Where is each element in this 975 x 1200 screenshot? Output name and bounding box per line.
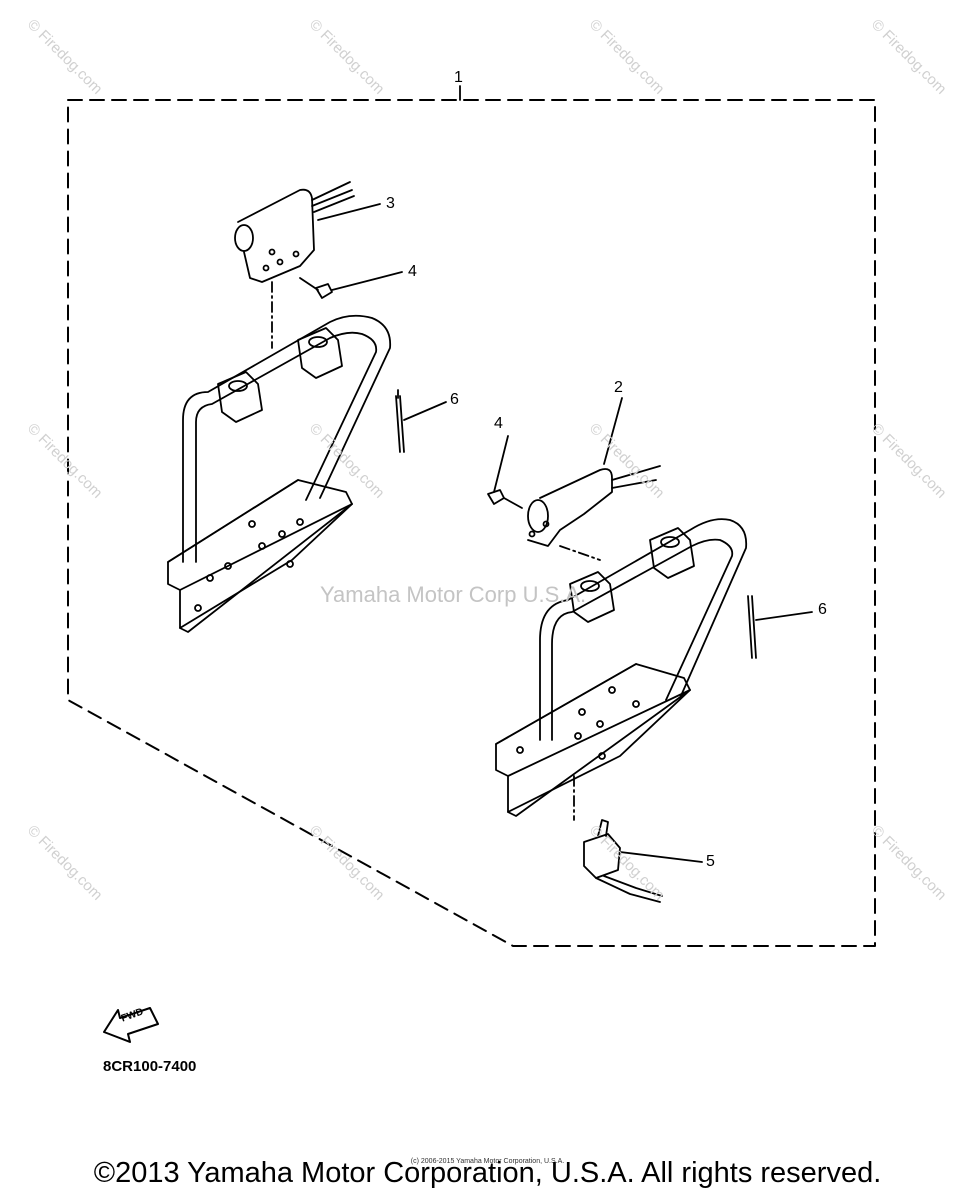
- copyright-notice: ©2013 Yamaha Motor Corporation, U.S.A. A…: [93, 1157, 882, 1189]
- callout-2: 2: [614, 379, 623, 396]
- center-watermark: Yamaha Motor Corp U.S.A.: [320, 582, 587, 607]
- fwd-arrow: [103, 1007, 159, 1043]
- kit-boundary: [67, 99, 876, 947]
- callout-6-right: 6: [818, 601, 827, 618]
- tiny-notice: (c) 2006-2015 Yamaha Motor Corporation, …: [410, 1158, 565, 1165]
- right-handle-assembly: [487, 397, 813, 903]
- callout-1: 1: [454, 69, 463, 86]
- part-number: 8CR100-7400: [103, 1058, 197, 1075]
- callout-4-right: 4: [494, 415, 503, 432]
- callout-5: 5: [706, 853, 715, 870]
- callout-4-left: 4: [408, 263, 417, 280]
- left-handle-assembly: [167, 85, 461, 633]
- callout-3: 3: [386, 195, 395, 212]
- callout-6-left: 6: [450, 391, 459, 408]
